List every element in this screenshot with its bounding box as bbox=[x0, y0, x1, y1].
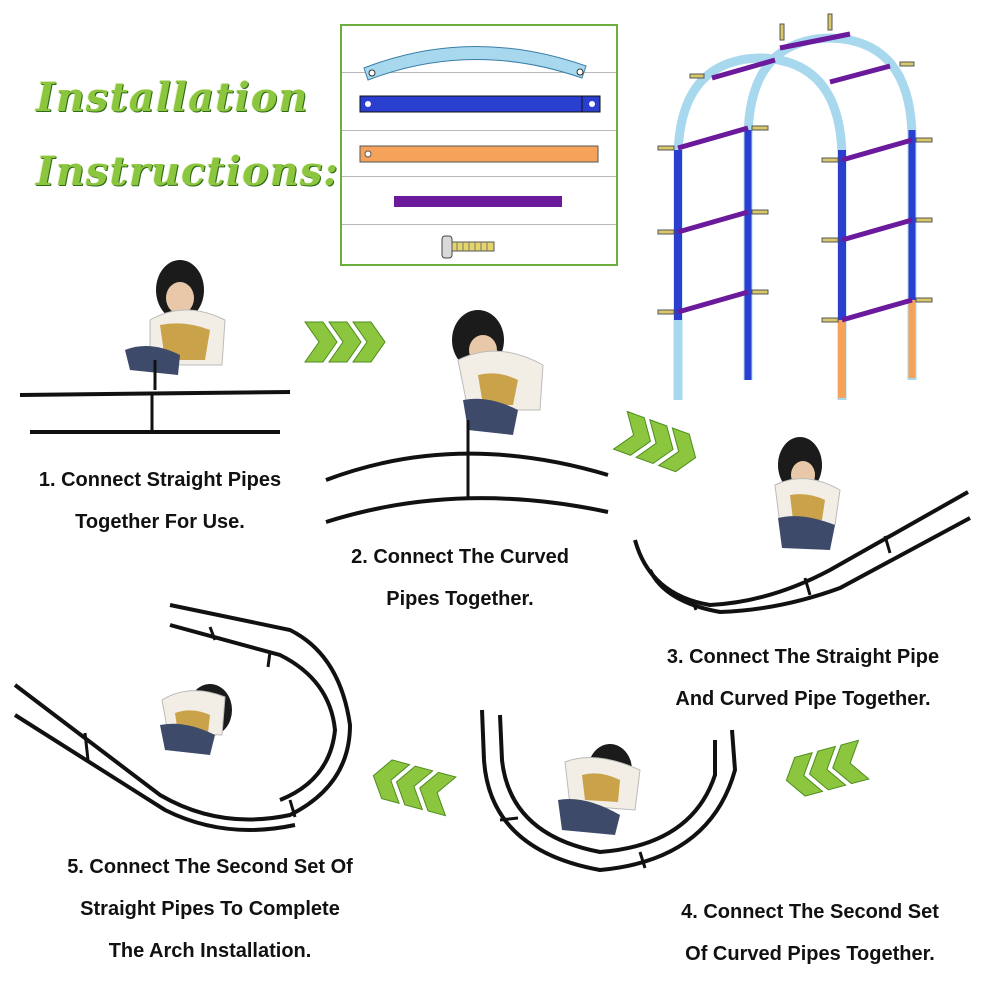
blue-straight-pipe-part bbox=[359, 95, 601, 113]
step-5-illustration bbox=[13, 603, 353, 832]
person-figure bbox=[125, 260, 226, 390]
step-5-text-line-3: The Arch Installation. bbox=[108, 940, 312, 962]
step-5-text-line-2: Straight Pipes To Complete bbox=[80, 898, 340, 920]
step-4-illustration bbox=[480, 709, 738, 873]
step-1-illustration bbox=[19, 260, 291, 434]
step-3-text-line-2: And Curved Pipe Together. bbox=[675, 688, 931, 710]
step-2-text-line-1: 2. Connect The Curved bbox=[351, 546, 569, 568]
orange-base-pipe-part bbox=[359, 145, 599, 163]
parts-legend bbox=[340, 24, 618, 266]
purple-crossbar-part bbox=[394, 196, 562, 207]
left-arrow-icon bbox=[785, 739, 870, 797]
step-2-illustration bbox=[325, 310, 609, 524]
step-5-text-line-1: 5. Connect The Second Set Of bbox=[67, 856, 353, 878]
title-line-2: Instructions: bbox=[36, 148, 340, 195]
step-4-text-line-1: 4. Connect The Second Set bbox=[681, 901, 939, 923]
right-arrow-icon bbox=[612, 410, 697, 473]
step-2-text-line-2: Pipes Together. bbox=[386, 588, 534, 610]
step-3-illustration bbox=[633, 437, 971, 615]
step-1-text-line-2: Together For Use. bbox=[75, 511, 245, 533]
person-figure bbox=[160, 684, 232, 755]
bolt-part bbox=[441, 235, 495, 259]
left-arrow-icon bbox=[372, 759, 457, 817]
person-figure bbox=[558, 744, 641, 835]
step-4-text-line-2: Of Curved Pipes Together. bbox=[685, 943, 935, 965]
title-line-1: Installation bbox=[36, 74, 309, 121]
step-3-text-line-1: 3. Connect The Straight Pipe bbox=[666, 646, 940, 668]
completed-arch-diagram bbox=[657, 13, 933, 400]
person-figure bbox=[774, 437, 841, 550]
curved-pipe-part bbox=[363, 46, 587, 81]
right-arrow-icon bbox=[304, 321, 386, 363]
person-figure bbox=[452, 310, 544, 500]
step-1-text-line-1: 1. Connect Straight Pipes bbox=[38, 469, 282, 491]
